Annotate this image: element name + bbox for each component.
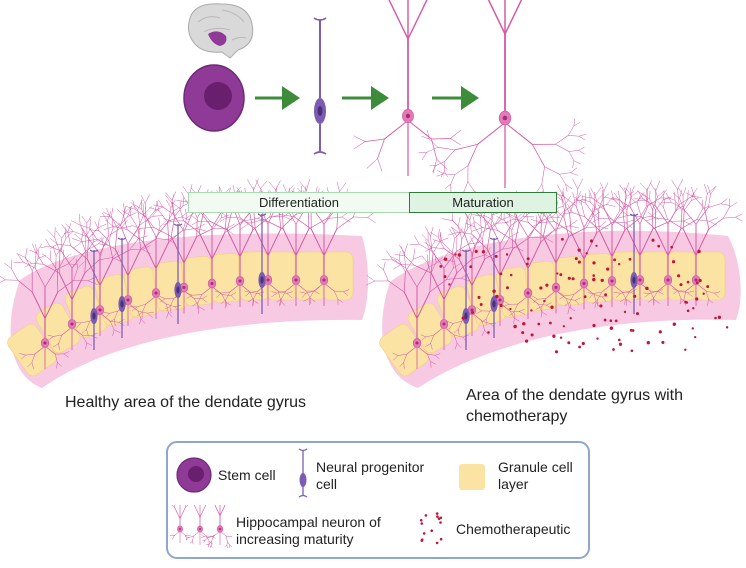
progenitor-cell-large (313, 17, 327, 155)
neuron-icon (170, 505, 232, 548)
stem-cell-large (183, 64, 245, 132)
chemo-dots-icon (419, 512, 443, 545)
differentiation-stage-box: Differentiation (188, 192, 410, 213)
progenitors-healthy (89, 213, 267, 350)
legend-stem-cell: Stem cell (218, 467, 276, 483)
healthy-dentate-gyrus (0, 178, 377, 388)
chemo-dentate-gyrus (365, 178, 743, 388)
neurons-chemo (365, 178, 743, 369)
progenitor-icon (298, 448, 308, 498)
legend-hippocampal-neuron: Hippocampal neuron of increasing maturit… (236, 514, 381, 547)
neuron-mature (418, 0, 587, 203)
chemotherapeutic-dots (439, 237, 729, 354)
maturation-label: Maturation (452, 195, 514, 210)
legend-neural-progenitor: Neural progenitor cell (316, 459, 425, 492)
granule-swatch-icon (459, 464, 485, 490)
maturation-stage-box: Maturation (409, 192, 557, 213)
legend-granule-cell-layer: Granule cell layer (498, 459, 573, 492)
legend: Stem cell Neural progenitor cell Granule… (166, 441, 590, 559)
chemo-caption: Area of the dendate gyrus with chemother… (466, 387, 684, 425)
brain-icon (187, 3, 254, 59)
differentiation-label: Differentiation (259, 195, 339, 210)
neuron-immature (353, 0, 462, 176)
healthy-caption: Healthy area of the dendate gyrus (65, 394, 307, 411)
stem-cell-icon (176, 457, 212, 493)
legend-chemotherapeutic: Chemotherapeutic (456, 521, 571, 537)
